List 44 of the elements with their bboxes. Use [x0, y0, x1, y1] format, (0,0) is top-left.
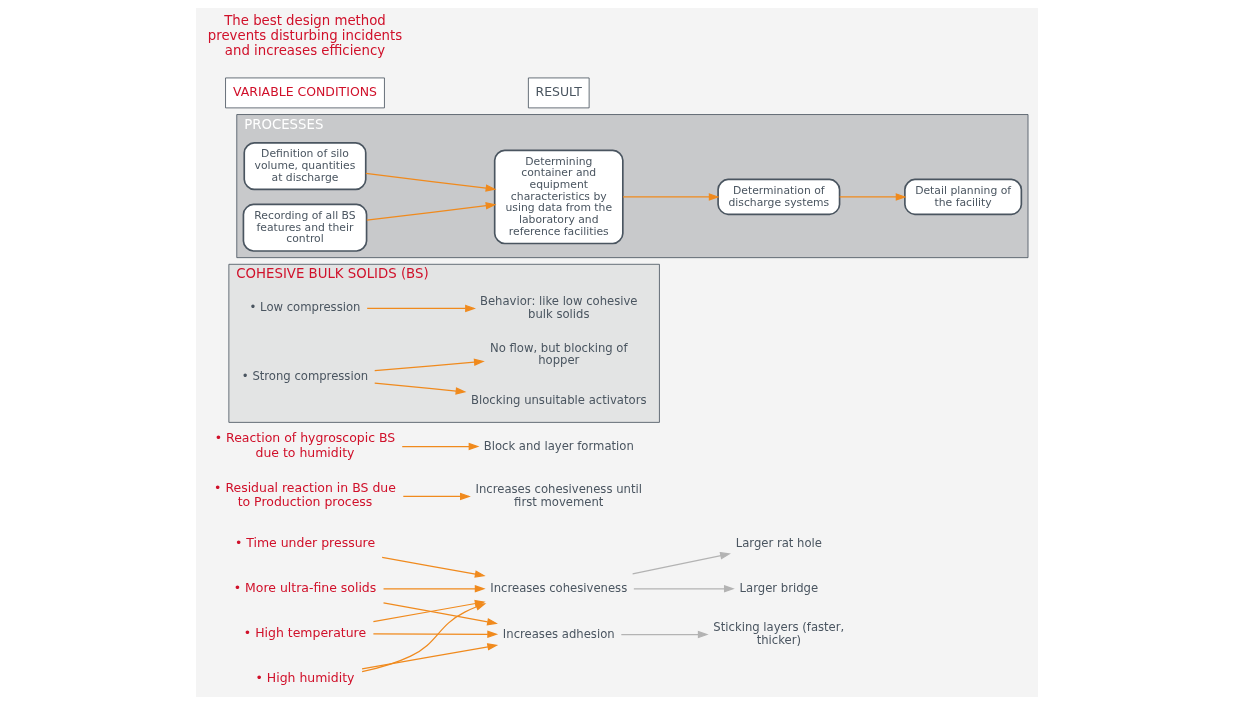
arrow [401, 442, 480, 451]
node-text: Sticking layers (faster, thicker) [713, 620, 845, 647]
arrow [622, 193, 720, 201]
arrow [365, 172, 497, 192]
arrow [381, 556, 486, 578]
node-text: • High humidity [255, 669, 355, 685]
node-text: Block and layer formation [483, 438, 634, 453]
arrow [361, 603, 487, 673]
node-text: • Residual reaction in BS due to Production process [214, 480, 396, 510]
arrow [382, 602, 498, 626]
node-text: Increases adhesion [502, 626, 615, 641]
arrow [374, 358, 485, 372]
arrow [374, 382, 467, 395]
node-text: • Time under pressure [234, 534, 376, 550]
arrow [361, 643, 499, 670]
arrow [839, 193, 907, 201]
arrow [633, 585, 735, 593]
node-text: Larger rat hole [735, 535, 822, 550]
node-box: Detail planning of the facility [904, 178, 1023, 216]
arrow [620, 630, 709, 639]
node-box: Determination of discharge systems [717, 178, 841, 216]
node-text: No flow, but blocking of hopper [489, 340, 628, 368]
label: The best design method prevents disturbing incidents and increases efficiency [207, 13, 403, 59]
node-text: Increases cohesiveness [490, 580, 628, 595]
node-text: Larger bridge [739, 580, 819, 595]
node-text: Increases cohesiveness until first movement [475, 482, 642, 509]
node-text: Blocking unsuitable activators [471, 392, 647, 407]
arrow [372, 630, 499, 639]
node-text: • High temperature [243, 624, 367, 640]
node-text: • Strong compression [241, 368, 369, 383]
node-text: Behavior: like low cohesive bulk solids [479, 294, 638, 321]
node-box: Determining container and equipment characteristics by using data from the laboratory and reference facilities [493, 149, 624, 245]
node-box: Definition of silo volume, quantities at discharge [243, 142, 367, 191]
label: VARIABLE CONDITIONS [233, 83, 377, 99]
arrow [402, 492, 471, 501]
node-text: • More ultra-fine solids [233, 579, 377, 595]
arrow [366, 304, 476, 313]
node-box: Recording of all BS features and their control [242, 203, 368, 252]
label: RESULT [535, 83, 582, 99]
node-text: • Low compression [249, 300, 361, 315]
arrow [366, 201, 497, 221]
arrow [632, 552, 731, 575]
node-text: • Reaction of hygroscopic BS due to humidity [214, 430, 396, 460]
arrow [382, 585, 486, 593]
